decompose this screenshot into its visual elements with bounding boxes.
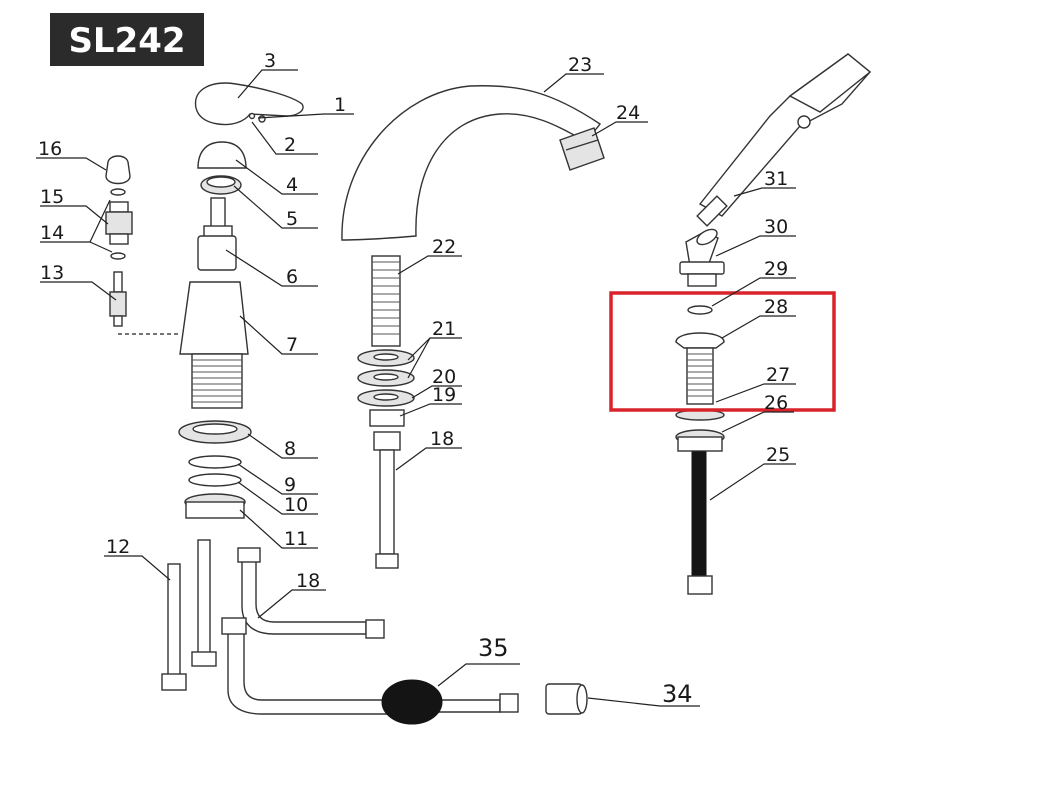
model-badge-text: SL242 (68, 21, 185, 61)
base-washer (178, 420, 252, 444)
part-label-18-hose: 18 (430, 428, 454, 450)
part-label-7: 7 (286, 334, 298, 356)
shower-holder (679, 228, 725, 287)
spout-washers (357, 349, 415, 407)
part-label-6: 6 (286, 266, 298, 288)
part-label-12: 12 (106, 536, 130, 558)
part-label-30: 30 (764, 216, 788, 238)
part-label-23: 23 (568, 54, 592, 76)
part-label-3: 3 (264, 50, 276, 72)
diverter-stem (109, 271, 127, 327)
part-label-29: 29 (764, 258, 788, 280)
part-label-21: 21 (432, 318, 456, 340)
part-label-27: 27 (766, 364, 790, 386)
leader-lines (36, 69, 796, 707)
part-label-19: 19 (432, 384, 456, 406)
hand-shower (696, 53, 872, 227)
shower-flange (675, 332, 725, 349)
part-label-24: 24 (616, 102, 640, 124)
bent-pipe-upper (237, 547, 385, 639)
aerator (559, 127, 605, 171)
part-label-2: 2 (284, 134, 296, 156)
part-label-11: 11 (284, 528, 308, 550)
riser-pipes (161, 539, 217, 691)
part-label-1: 1 (334, 94, 346, 116)
part-label-31: 31 (764, 168, 788, 190)
part-label-25: 25 (766, 444, 790, 466)
part-label-18-pipe: 18 (296, 570, 320, 592)
part-label-14: 14 (40, 222, 64, 244)
part-label-9: 9 (284, 474, 296, 496)
spout-hose (373, 431, 401, 569)
part-label-22: 22 (432, 236, 456, 258)
part-label-16: 16 (38, 138, 62, 160)
spout-nut (369, 409, 405, 427)
valve-body (118, 281, 249, 409)
part-label-28: 28 (764, 296, 788, 318)
diverter-valve (381, 679, 443, 725)
highlight-box (609, 291, 836, 412)
cartridge (197, 197, 237, 271)
spout (341, 85, 602, 241)
shower-nut (675, 429, 725, 452)
spout-shank (371, 255, 401, 347)
part-label-34: 34 (662, 680, 693, 708)
diverter-knob (105, 155, 131, 196)
handle-lever (194, 82, 304, 126)
part-labels: 1 2 3 4 5 6 7 8 9 10 11 12 13 14 15 16 1… (38, 50, 790, 708)
part-label-13: 13 (40, 262, 64, 284)
adapter-fitting (545, 683, 588, 715)
shower-shank (686, 347, 714, 405)
part-label-10: 10 (284, 494, 308, 516)
part-label-5: 5 (286, 208, 298, 230)
part-label-8: 8 (284, 438, 296, 460)
part-label-35: 35 (478, 634, 509, 662)
handle-cap (197, 141, 247, 169)
shower-o-ring (687, 305, 713, 315)
o-rings (188, 455, 242, 487)
part-label-26: 26 (764, 392, 788, 414)
lock-nut (184, 493, 246, 519)
part-label-20: 20 (432, 366, 456, 388)
part-label-15: 15 (40, 186, 64, 208)
bent-pipe-lower (221, 617, 519, 715)
cartridge-ring (200, 175, 242, 195)
part-label-4: 4 (286, 174, 298, 196)
model-badge: SL242 (50, 13, 204, 66)
shower-hose (687, 451, 713, 595)
